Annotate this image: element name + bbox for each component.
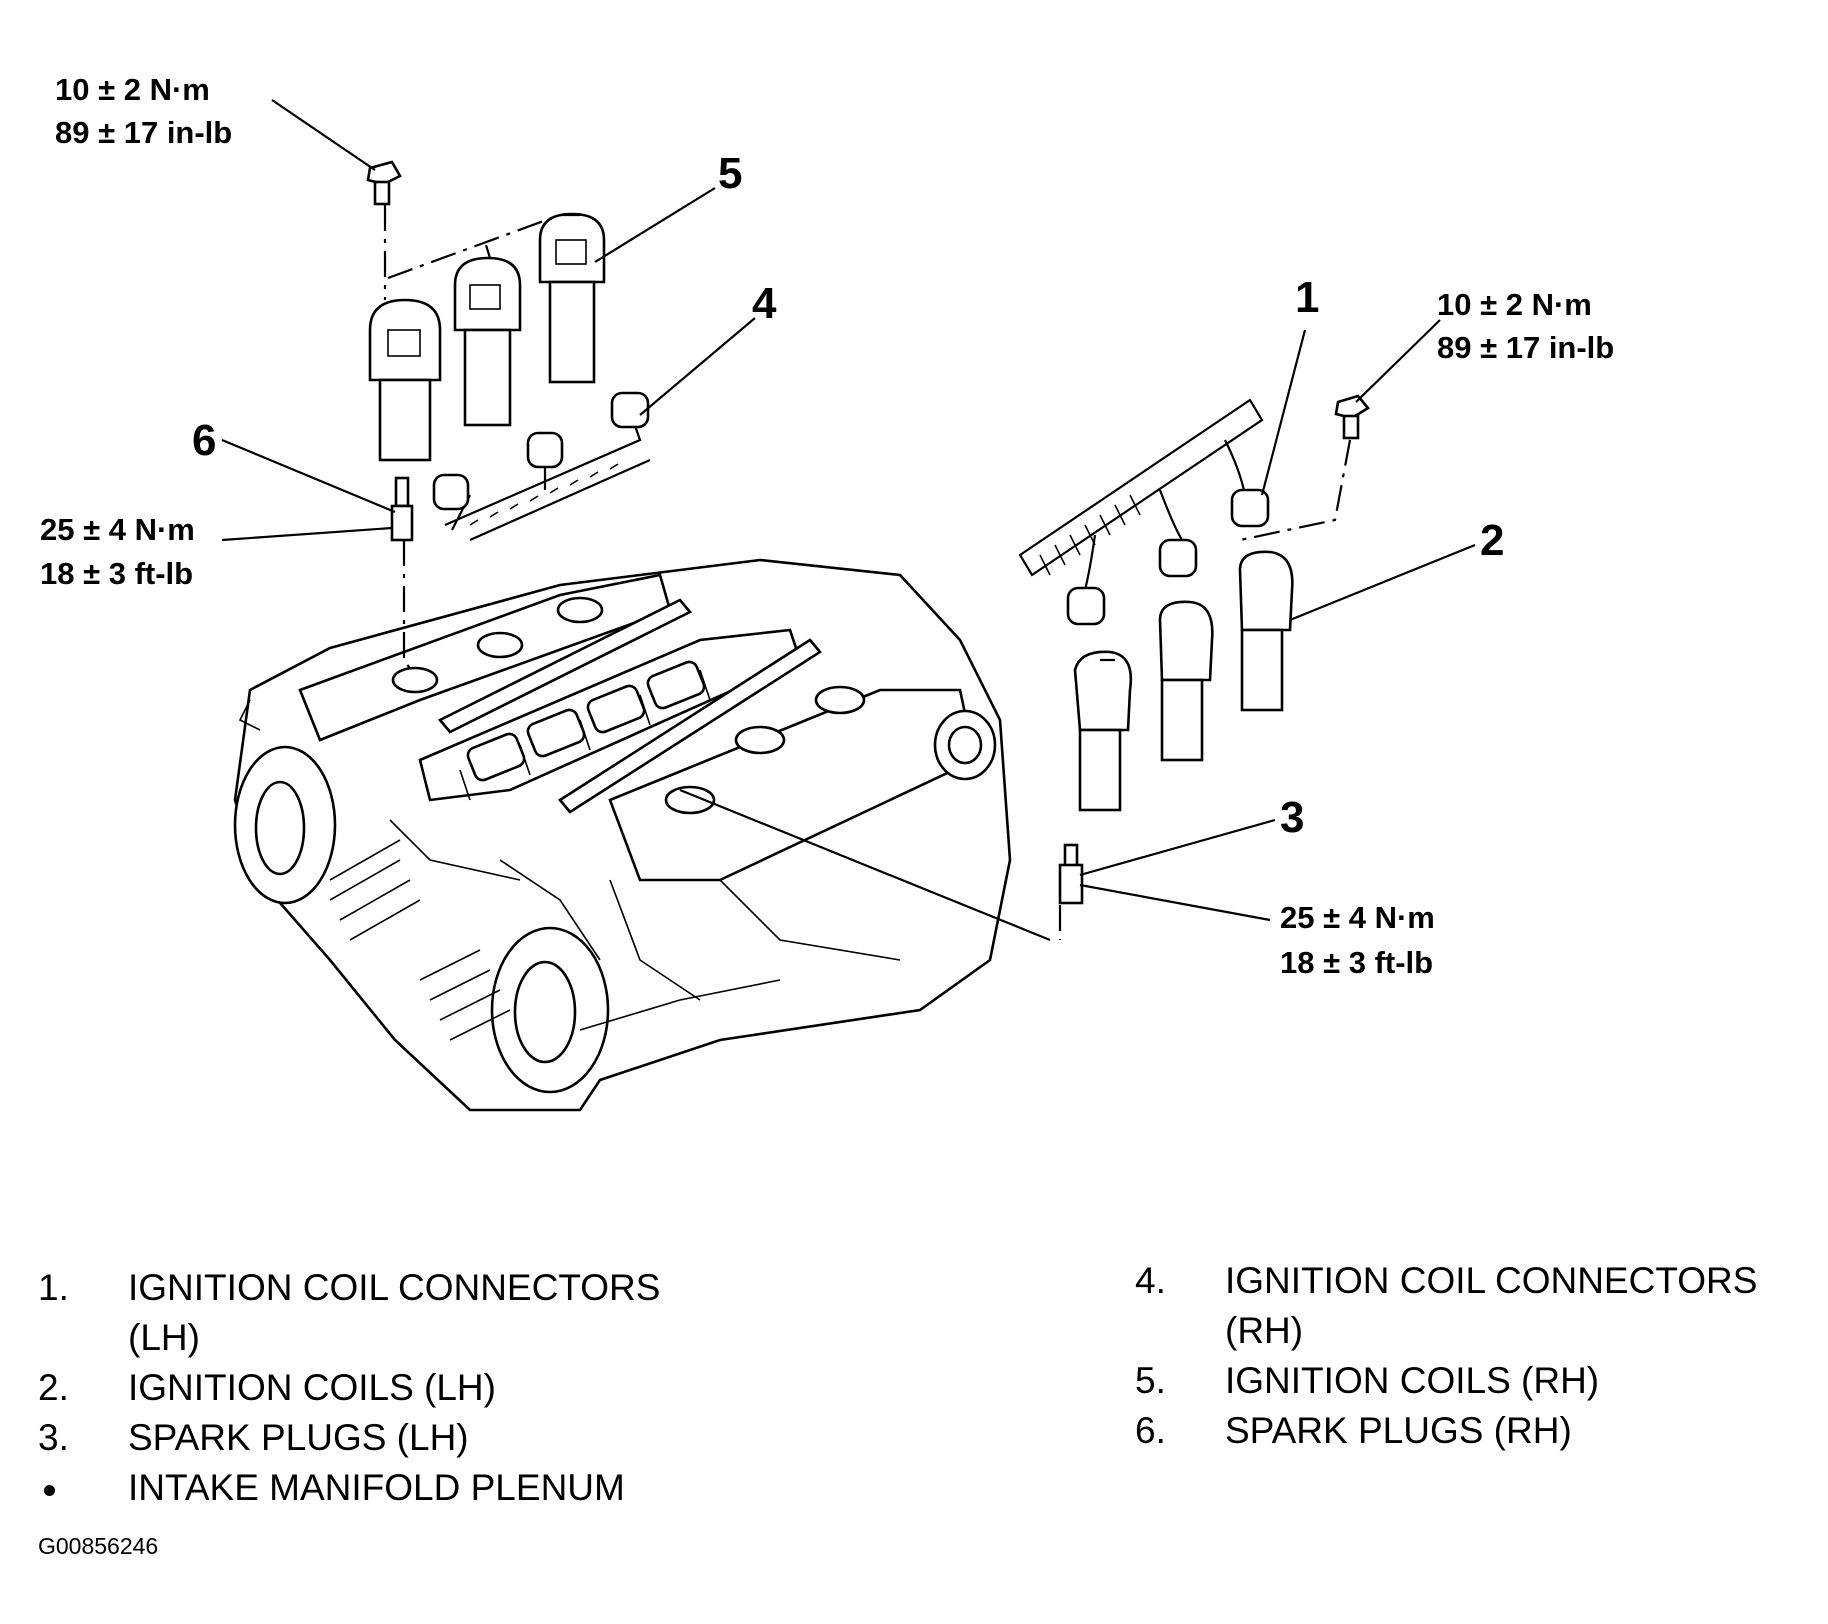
torque-mid-right-ftlb: 18 ± 3 ft-lb: [1280, 945, 1433, 980]
lh-ignition-coils: [1073, 550, 1294, 812]
legend-item: (LH): [38, 1313, 758, 1363]
callout-2: 2: [1480, 516, 1504, 565]
legend-right: 4. IGNITION COIL CONNECTORS (RH) 5. IGNITI…: [1135, 1256, 1825, 1456]
legend-item: (RH): [1135, 1306, 1825, 1356]
torque-mid-left-ftlb: 18 ± 3 ft-lb: [40, 556, 193, 591]
torque-top-left-inlb: 89 ± 17 in-lb: [55, 115, 232, 150]
engine-assembly: [233, 558, 1012, 1112]
legend-number: 4.: [1135, 1260, 1166, 1301]
rh-ignition-coils: [368, 212, 606, 462]
legend-number: [38, 1313, 128, 1363]
rh-coil-bolt: [366, 160, 402, 206]
legend-item: 6. SPARK PLUGS (RH): [1135, 1406, 1825, 1456]
legend-text: (RH): [1225, 1310, 1304, 1351]
legend-text: SPARK PLUGS (LH): [128, 1417, 469, 1458]
legend-item: 2. IGNITION COILS (LH): [38, 1363, 758, 1413]
legend-text: IGNITION COILS (RH): [1225, 1360, 1600, 1401]
legend-number: [1135, 1306, 1225, 1356]
legend-text: (LH): [128, 1317, 200, 1358]
legend-left: 1. IGNITION COIL CONNECTORS (LH) 2. IGNITI…: [38, 1263, 758, 1513]
callout-3: 3: [1280, 793, 1304, 842]
legend-number: 2.: [38, 1367, 69, 1408]
legend-text: IGNITION COILS (LH): [128, 1367, 496, 1408]
leader-lines: [221, 99, 1476, 942]
legend-item: INTAKE MANIFOLD PLENUM: [38, 1463, 758, 1513]
legend-number: 6.: [1135, 1410, 1166, 1451]
callout-6: 6: [192, 416, 216, 465]
legend-text: INTAKE MANIFOLD PLENUM: [128, 1467, 625, 1508]
legend-item: 4. IGNITION COIL CONNECTORS: [1135, 1256, 1825, 1306]
rh-spark-plug: [390, 476, 414, 542]
torque-mid-right-nm: 25 ± 4 N·m: [1280, 900, 1435, 935]
lh-spark-plug: [1058, 843, 1084, 905]
legend-text: SPARK PLUGS (RH): [1225, 1410, 1572, 1451]
legend-number: 5.: [1135, 1360, 1166, 1401]
legend-text: IGNITION COIL CONNECTORS: [1225, 1260, 1758, 1301]
legend-item: 1. IGNITION COIL CONNECTORS: [38, 1263, 758, 1313]
rh-coil-connector-harness: [432, 391, 651, 542]
legend-item: 3. SPARK PLUGS (LH): [38, 1413, 758, 1463]
legend-item: 5. IGNITION COILS (RH): [1135, 1356, 1825, 1406]
torque-top-left-nm: 10 ± 2 N·m: [55, 72, 210, 107]
torque-mid-left-nm: 25 ± 4 N·m: [40, 512, 195, 547]
figure-id: G00856246: [38, 1533, 159, 1559]
legend-number: 1.: [38, 1267, 69, 1308]
legend-number: 3.: [38, 1417, 69, 1458]
callout-1: 1: [1295, 273, 1319, 322]
lh-coil-bolt: [1334, 394, 1370, 440]
callout-5: 5: [718, 149, 742, 198]
legend-text: IGNITION COIL CONNECTORS: [128, 1267, 661, 1308]
torque-top-right-inlb: 89 ± 17 in-lb: [1437, 330, 1614, 365]
lh-coil-connector-harness: [1018, 398, 1270, 626]
callout-4: 4: [752, 279, 777, 328]
torque-top-right-nm: 10 ± 2 N·m: [1437, 287, 1592, 322]
bullet-icon: [44, 1485, 55, 1496]
